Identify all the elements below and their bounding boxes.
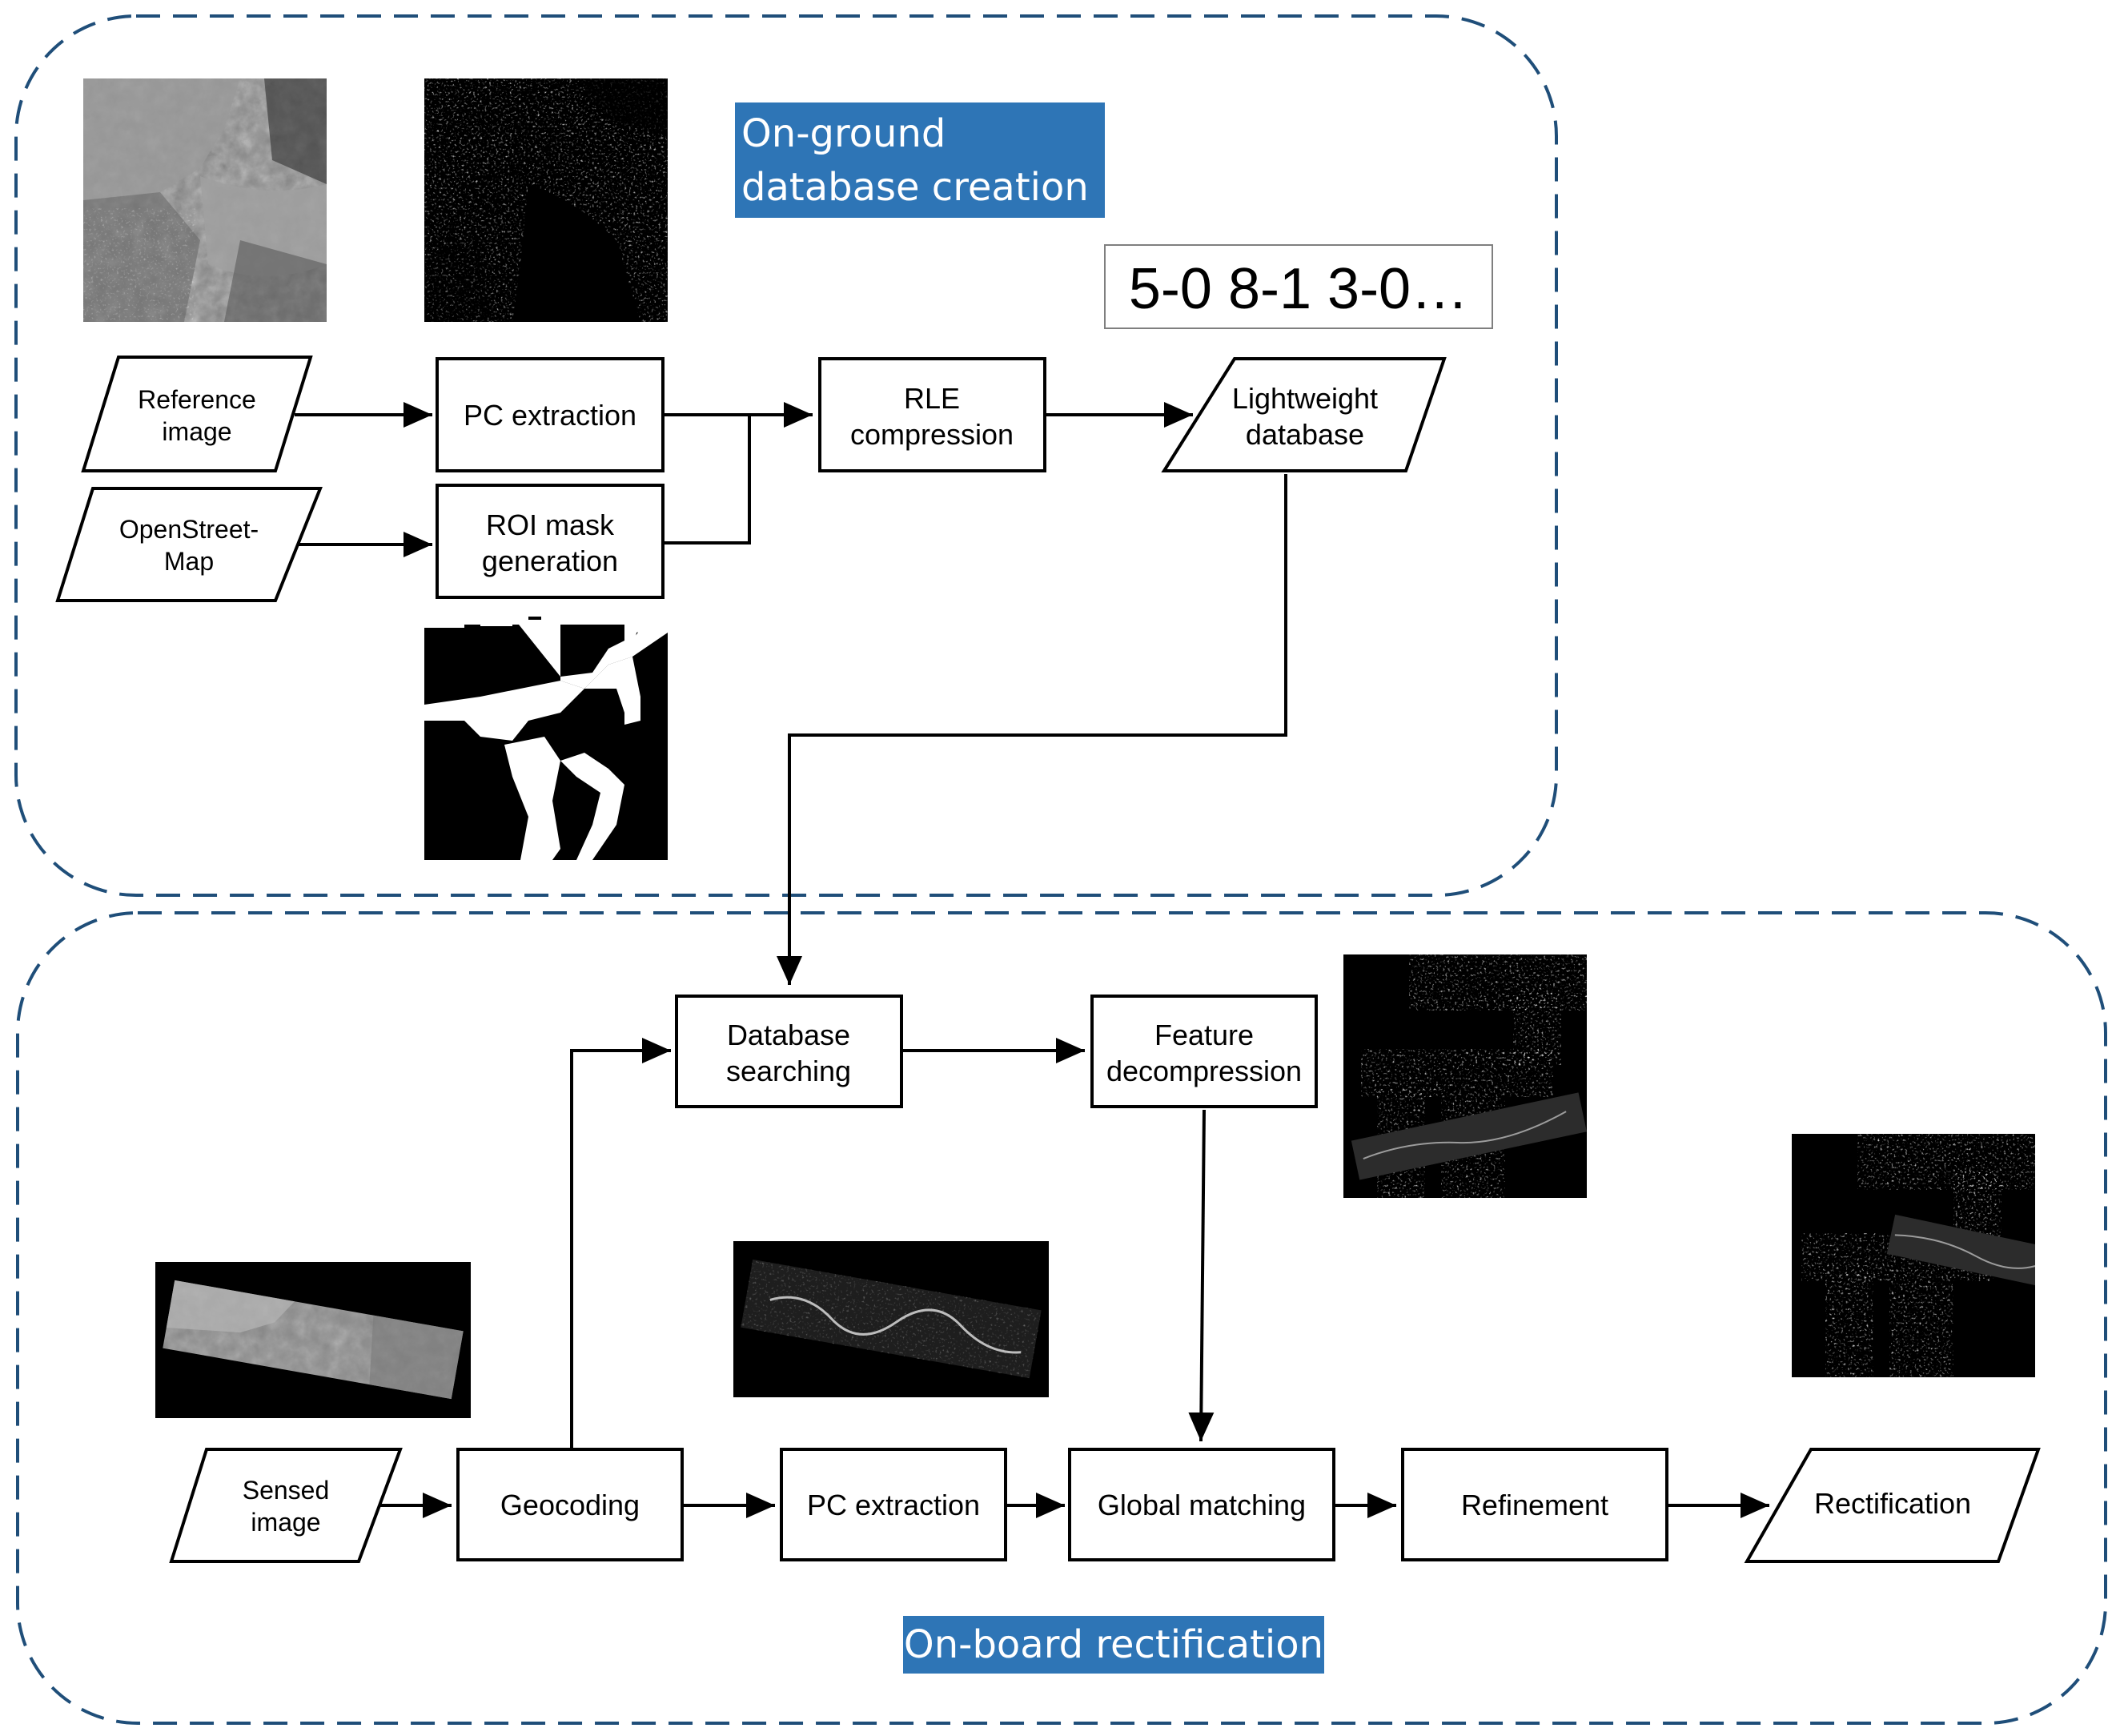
node-pc-extraction-ground: PC extraction [436, 357, 665, 472]
roi-mask-line1: ROI mask [486, 508, 615, 541]
sensed-image-line2: image [251, 1508, 320, 1537]
feature-decompression-line1: Feature [1154, 1019, 1254, 1051]
board-title-banner: On-board rectification [903, 1616, 1324, 1674]
database-searching-line2: searching [726, 1055, 851, 1087]
node-feature-decompression: Feature decompression [1090, 995, 1318, 1108]
ground-banner-bg [735, 102, 1105, 218]
board-title: On-board rectification [904, 1622, 1323, 1667]
reference-image-line2: image [162, 417, 231, 446]
node-pc-extraction-board: PC extraction [780, 1448, 1007, 1561]
encoded-sample-box: 5-0 8-1 3-0… [1104, 244, 1493, 329]
pc-extraction-board-label: PC extraction [807, 1489, 980, 1521]
openstreetmap-line1: OpenStreet- [119, 515, 259, 544]
board-region-border [16, 911, 2107, 1725]
encoded-sample-text: 5-0 8-1 3-0… [1129, 257, 1468, 321]
edge-database-to-searching [777, 474, 1287, 985]
node-lightweight-database: Lightweight database [1161, 357, 1447, 472]
sensed-pc-thumbnail [733, 1241, 1049, 1397]
ground-region-border [14, 14, 1558, 897]
refinement-label: Refinement [1461, 1489, 1608, 1521]
rle-compression-line2: compression [850, 418, 1014, 451]
node-openstreetmap: OpenStreet- Map [55, 487, 323, 602]
decompressed-features-thumbnail [1343, 954, 1587, 1198]
node-global-matching: Global matching [1068, 1448, 1335, 1561]
roi-mask-line2: generation [482, 545, 618, 577]
rectification-label: Rectification [1814, 1487, 1971, 1520]
lightweight-database-line2: database [1246, 418, 1364, 451]
edge-geocoding-to-searching [570, 1038, 671, 1449]
node-rle-compression: RLE compression [818, 357, 1046, 472]
node-rectification: Rectification [1744, 1448, 2041, 1563]
ground-title-banner: On-ground database creation [735, 102, 1105, 218]
reference-image-line1: Reference [138, 385, 256, 414]
openstreetmap-line2: Map [164, 547, 214, 576]
sensed-image-thumbnail [155, 1262, 471, 1418]
node-roi-mask-generation: ROI mask generation [436, 484, 665, 599]
board-banner-bg [903, 1616, 1324, 1674]
reference-image-thumbnail [83, 78, 327, 322]
reference-pc-thumbnail [424, 78, 668, 322]
database-searching-line1: Database [727, 1019, 850, 1051]
roi-mask-thumbnail [424, 617, 668, 860]
pc-extraction-ground-label: PC extraction [464, 399, 636, 432]
node-sensed-image: Sensed image [169, 1448, 403, 1563]
edge-decompression-to-matching [1188, 1109, 1215, 1442]
sensed-image-line1: Sensed [243, 1476, 330, 1505]
ground-title-line1: On-ground [741, 111, 946, 156]
node-reference-image: Reference image [81, 356, 313, 472]
lightweight-database-line1: Lightweight [1232, 382, 1378, 415]
feature-decompression-line2: decompression [1106, 1055, 1302, 1087]
node-refinement: Refinement [1401, 1448, 1668, 1561]
rectified-result-thumbnail [1792, 1134, 2035, 1377]
ground-title-line2: database creation [741, 165, 1089, 210]
global-matching-label: Global matching [1098, 1489, 1306, 1521]
rle-compression-line1: RLE [904, 382, 960, 415]
edge-roi-to-rle [663, 415, 751, 545]
geocoding-label: Geocoding [500, 1489, 640, 1521]
node-geocoding: Geocoding [456, 1448, 684, 1561]
node-database-searching: Database searching [675, 995, 903, 1108]
